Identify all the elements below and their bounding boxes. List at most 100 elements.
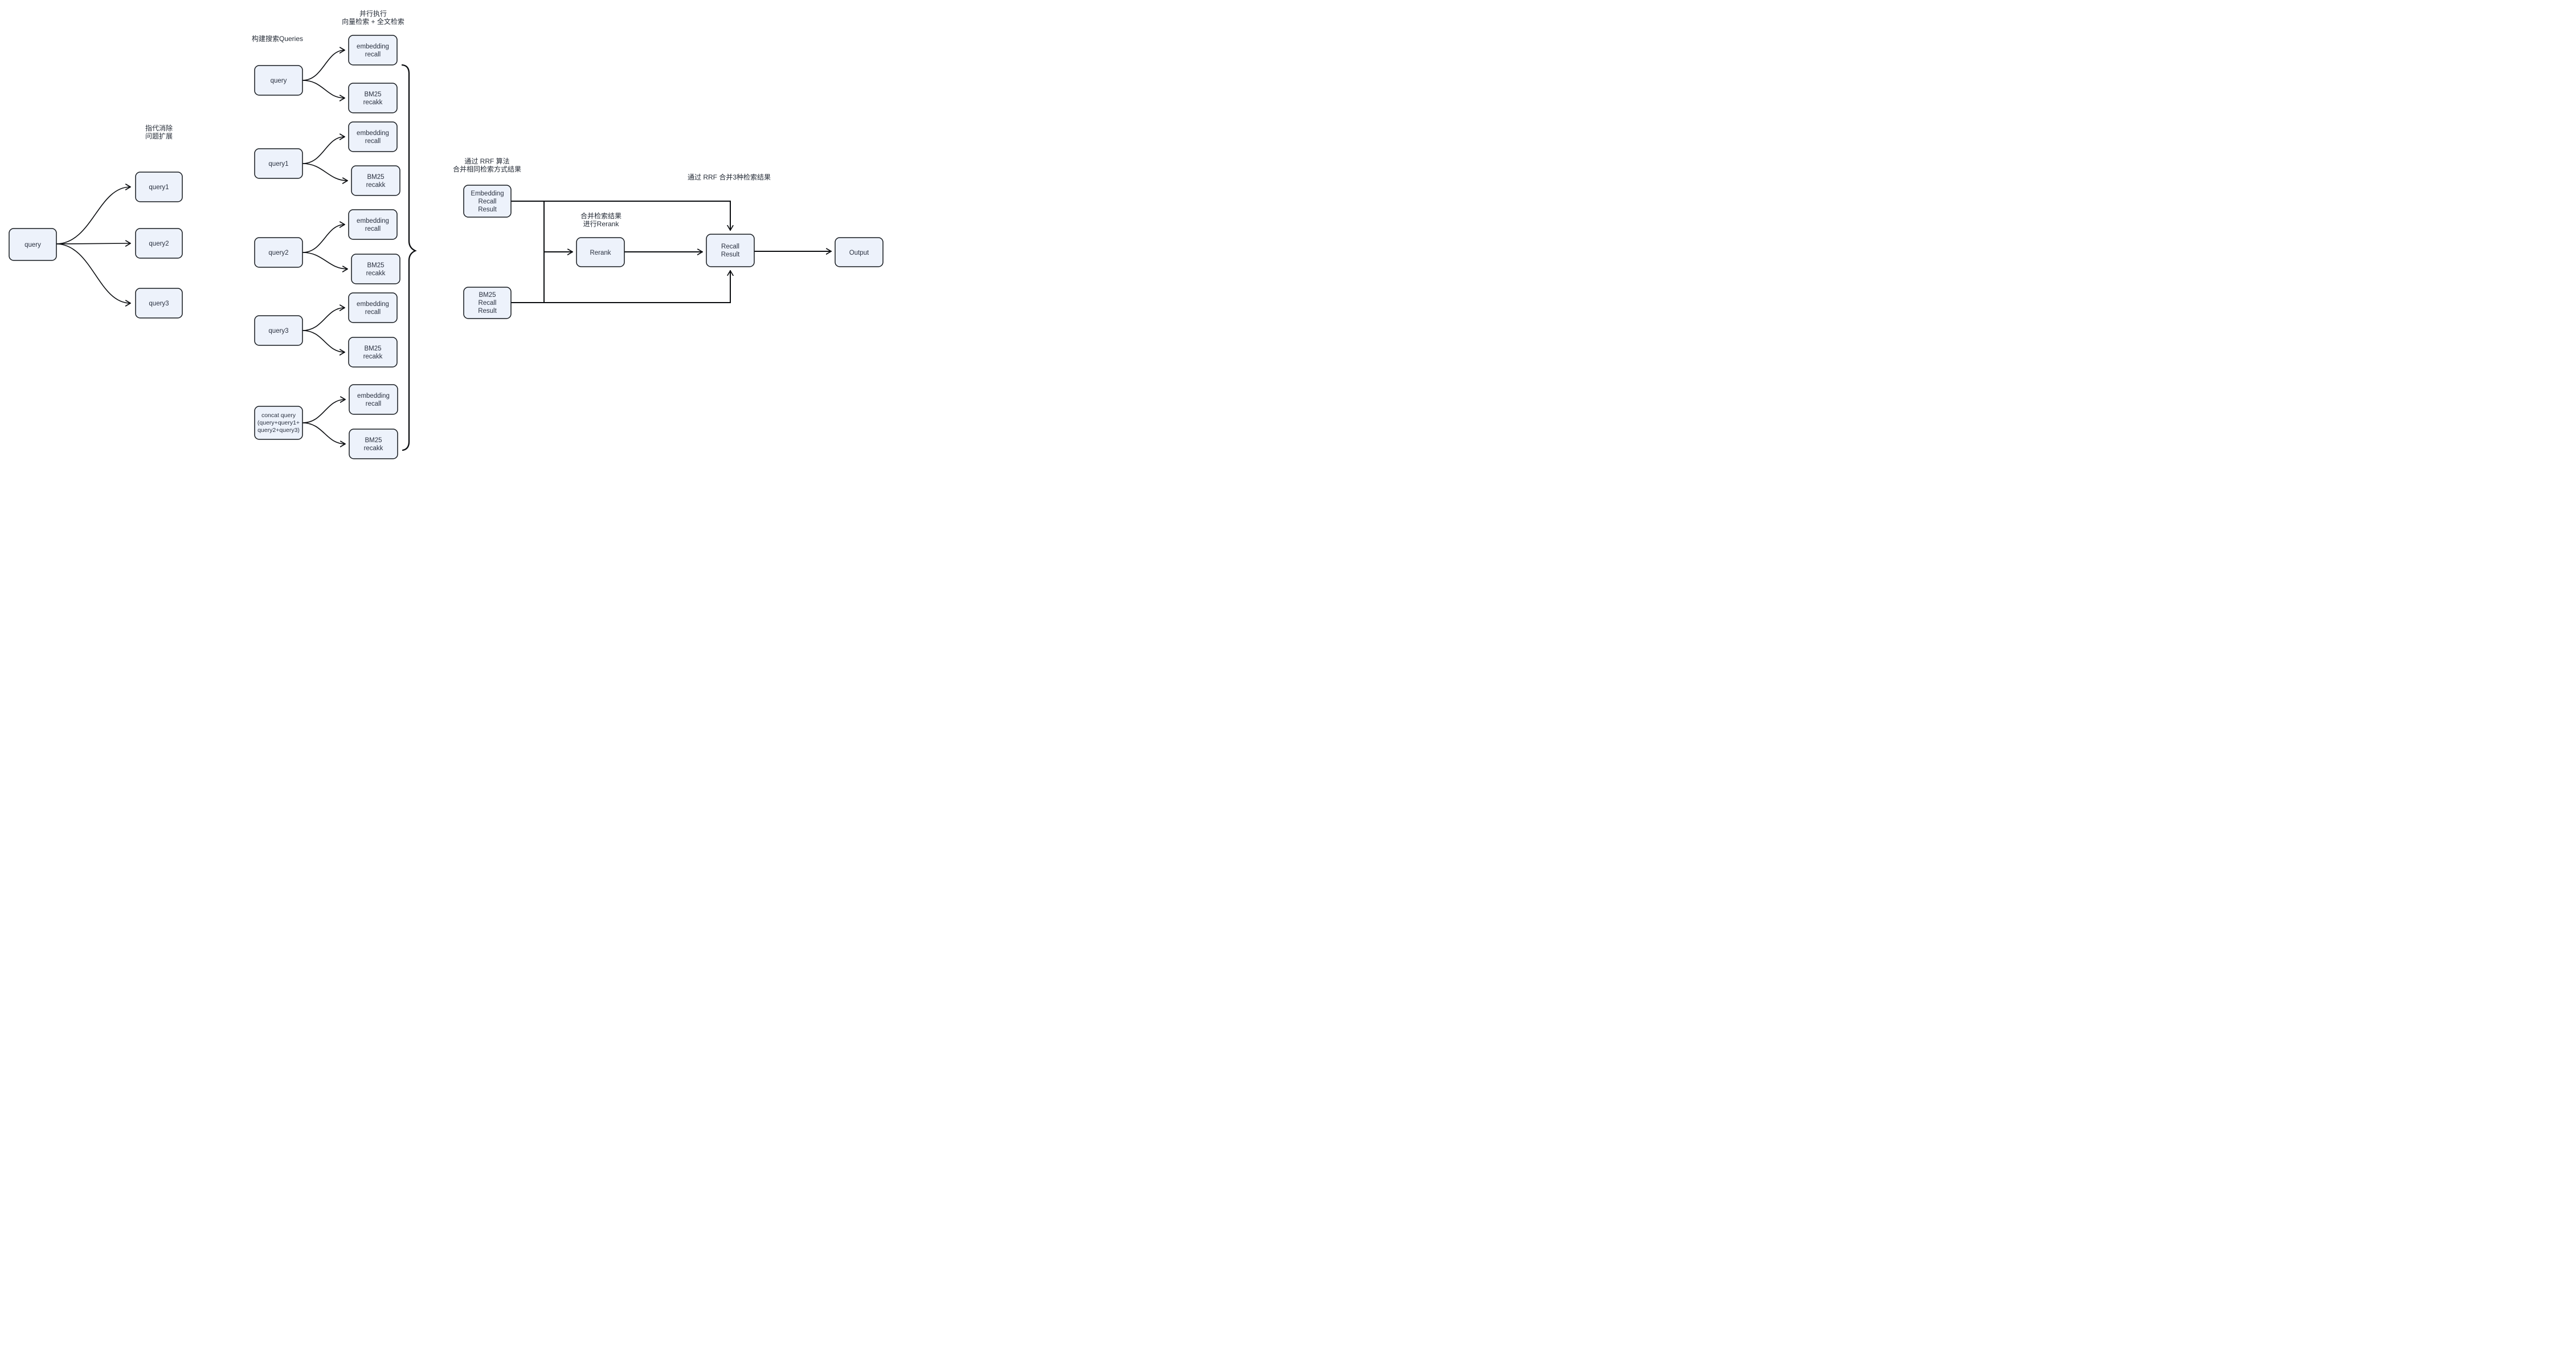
node-embedding-recall-1-box [348, 35, 398, 66]
node-output: Output [835, 237, 884, 267]
node-bm25-recall-3-line2: recakk [366, 270, 386, 277]
node-recall-result: Recall Result [706, 234, 755, 267]
edge-bm25-result-to-recall-result [511, 270, 730, 303]
node-query3-mid: query3 [254, 315, 303, 346]
node-query2-mid: query2 [254, 237, 303, 268]
node-embedding-recall-5: embedding recall [349, 384, 398, 415]
node-bm25-recall-1: BM25 recakk [348, 83, 398, 113]
right-section: 通过 RRF 算法 合并相同检索方式结果 通过 RRF 合并3种检索结果 合并检… [453, 157, 884, 319]
edge-mquery3-to-bm25-4 [302, 330, 345, 352]
node-concat-query-box [254, 406, 303, 440]
left-section: 指代消除 问题扩展 query query1 query2 query3 [9, 124, 183, 319]
node-bm25-recall-5-line2: recakk [364, 445, 383, 452]
node-query-mid-label: query [271, 78, 287, 84]
edge-mquery-to-embedding1 [302, 50, 345, 81]
node-query3-left-box [135, 288, 183, 319]
node-rerank: Rerank [576, 237, 625, 267]
node-bm25-recall-2: BM25 recakk [351, 165, 400, 196]
node-query-left: query [9, 228, 57, 261]
node-bm25-recall-5: BM25 recakk [349, 429, 398, 459]
node-bm25-recall-4: BM25 recakk [348, 337, 398, 368]
node-query1-mid: query1 [254, 148, 303, 179]
rerank-note-line1: 合并检索结果 [580, 211, 621, 220]
node-query2-left-box [135, 228, 183, 259]
node-bm25-recall-2-line1: BM25 [367, 174, 384, 181]
node-recall-result-line1: Recall [721, 243, 739, 250]
node-bm25-recall-1-line2: recakk [363, 99, 383, 106]
node-output-box [835, 237, 884, 267]
gather-brace [401, 64, 417, 451]
node-embedding-recall-result-line2: Recall [479, 198, 497, 205]
build-queries-note: 构建搜索Queries [252, 34, 303, 43]
node-rerank-box [576, 237, 625, 267]
node-query1-mid-box [254, 148, 303, 179]
node-embedding-recall-result-box [463, 185, 512, 218]
node-bm25-recall-3-box [351, 254, 400, 284]
node-query3-mid-box [254, 315, 303, 346]
node-bm25-recall-4-box [348, 337, 398, 368]
node-bm25-recall-result-line1: BM25 [479, 292, 496, 299]
node-bm25-recall-result-box [463, 287, 512, 319]
node-bm25-recall-result: BM25 Recall Result [463, 287, 512, 319]
node-query3-left: query3 [135, 288, 183, 319]
node-embedding-recall-1: embedding recall [348, 35, 398, 66]
node-bm25-recall-result-line3: Result [478, 308, 497, 315]
edge-mquery3-to-embedding4 [302, 308, 345, 331]
rrf-same-note-line2: 合并相同检索方式结果 [453, 165, 521, 173]
edge-mquery1-to-bm25-2 [302, 163, 347, 181]
edge-query-to-query1 [56, 187, 130, 244]
diagram-canvas: 指代消除 问题扩展 query query1 query2 query3 并行执… [0, 0, 893, 470]
node-query-mid-box [254, 65, 303, 96]
node-query2-mid-label: query2 [268, 250, 288, 256]
edge-query-to-query3 [56, 243, 130, 303]
node-query-mid: query [254, 65, 303, 96]
node-embedding-recall-5-line1: embedding [357, 393, 390, 399]
rrf-same-note-line1: 通过 RRF 算法 [464, 157, 509, 165]
node-bm25-recall-1-box [348, 83, 398, 113]
edge-mquery1-to-embedding2 [302, 137, 345, 164]
node-query2-left-label: query2 [149, 240, 169, 247]
node-query2-mid-box [254, 237, 303, 268]
node-concat-query-line3: query2+query3) [257, 427, 300, 434]
coreference-note-line1: 指代消除 [145, 124, 173, 132]
node-bm25-recall-4-line1: BM25 [364, 345, 381, 352]
edge-embedding-result-to-recall-result [511, 201, 730, 231]
middle-section: 并行执行 向量检索 + 全文检索 构建搜索Queries query embed… [252, 10, 417, 459]
node-embedding-recall-4-box [348, 292, 398, 323]
node-embedding-recall-3-box [348, 209, 398, 240]
node-bm25-recall-5-box [349, 429, 398, 459]
node-embedding-recall-4-line2: recall [365, 309, 381, 316]
parallel-note-line1: 并行执行 [359, 10, 387, 18]
node-bm25-recall-3-line1: BM25 [367, 262, 384, 269]
node-concat-query-line2: (query+query1+ [257, 419, 300, 426]
edge-concat-to-bm25-5 [302, 422, 345, 444]
rerank-note-line2: 进行Rerank [583, 220, 620, 228]
coreference-note-line2: 问题扩展 [145, 132, 173, 140]
node-bm25-recall-2-box [351, 165, 400, 196]
node-output-label: Output [849, 250, 869, 256]
node-embedding-recall-3: embedding recall [348, 209, 398, 240]
node-embedding-recall-5-box [349, 384, 398, 415]
parallel-note-line2: 向量检索 + 全文检索 [342, 17, 404, 26]
edge-mquery2-to-embedding3 [302, 225, 345, 253]
node-bm25-recall-2-line2: recakk [366, 182, 386, 189]
node-query3-mid-label: query3 [268, 328, 288, 335]
node-recall-result-line2: Result [721, 251, 740, 258]
node-query1-mid-label: query1 [268, 161, 288, 168]
node-embedding-recall-result-line1: Embedding [471, 190, 504, 197]
node-embedding-recall-3-line1: embedding [357, 218, 389, 225]
node-embedding-recall-3-line2: recall [365, 226, 381, 233]
node-query1-left: query1 [135, 172, 183, 202]
node-query1-left-label: query1 [149, 184, 169, 191]
rrf-merge3-note: 通过 RRF 合并3种检索结果 [688, 173, 771, 181]
node-embedding-recall-1-line2: recall [365, 51, 381, 58]
node-bm25-recall-5-line1: BM25 [365, 437, 382, 444]
node-recall-result-box [706, 234, 755, 267]
node-bm25-recall-1-line1: BM25 [364, 91, 381, 98]
node-bm25-recall-4-line2: recakk [363, 353, 383, 360]
node-embedding-recall-4: embedding recall [348, 292, 398, 323]
node-embedding-recall-5-line2: recall [366, 401, 381, 407]
node-query2-left: query2 [135, 228, 183, 259]
edge-mquery2-to-bm25-3 [302, 252, 347, 269]
node-embedding-recall-1-line1: embedding [357, 43, 389, 50]
